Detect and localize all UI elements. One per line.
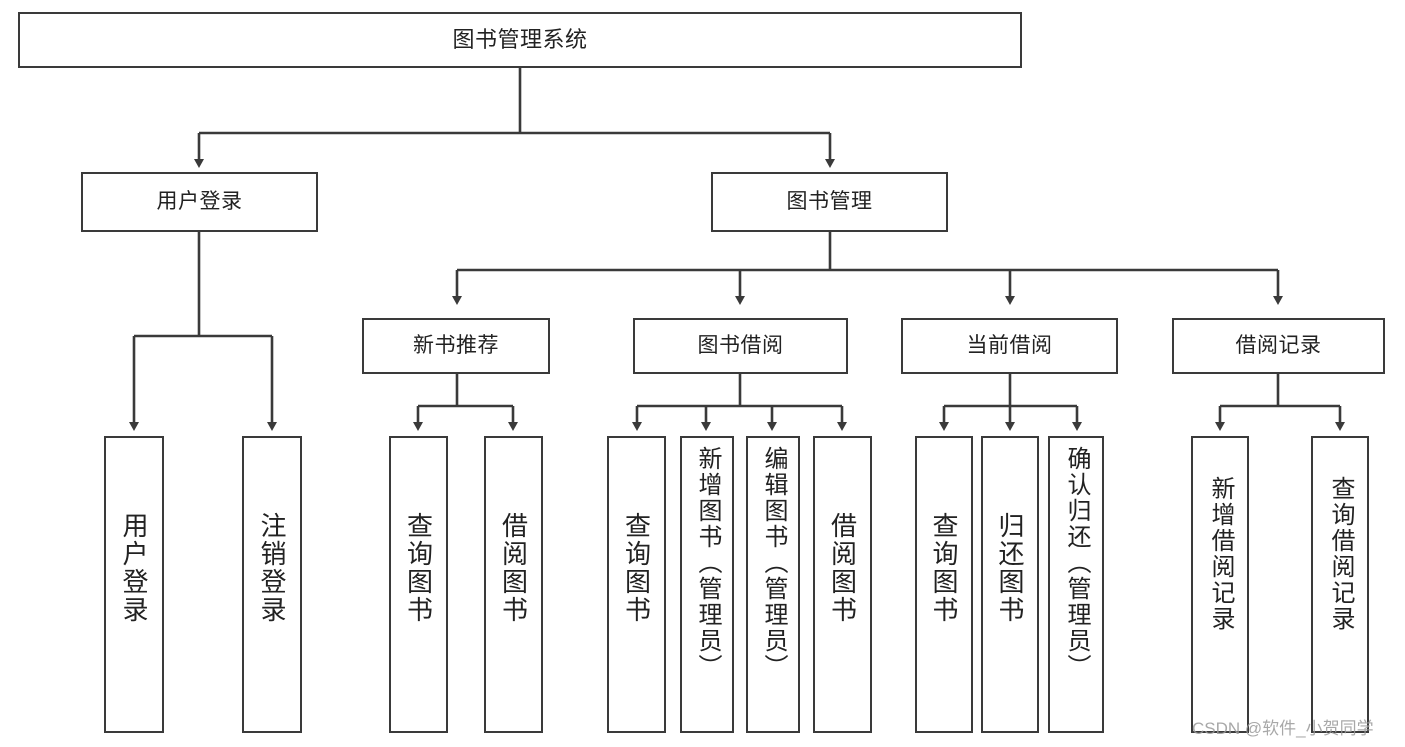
node-current-borrow[interactable]: 当前借阅 xyxy=(901,318,1118,374)
node-leaf-query-record[interactable]: 查询借阅记录 xyxy=(1311,436,1369,733)
node-label: 借阅图书 xyxy=(827,512,858,624)
node-label: 新增借阅记录 xyxy=(1207,476,1234,632)
node-label: 新书推荐 xyxy=(413,334,499,358)
node-label: 查询图书 xyxy=(929,512,959,624)
node-label: 图书管理 xyxy=(786,190,873,214)
node-leaf-return-book[interactable]: 归还图书 xyxy=(981,436,1039,733)
node-leaf-borrow-book[interactable]: 借阅图书 xyxy=(813,436,872,733)
node-label: 图书借阅 xyxy=(697,334,784,358)
node-new-book-rec[interactable]: 新书推荐 xyxy=(362,318,550,374)
node-label: 归还图书 xyxy=(995,512,1025,624)
node-leaf-query-book-cur[interactable]: 查询图书 xyxy=(915,436,973,733)
node-label: 用户登录 xyxy=(156,190,243,214)
node-label: 用户登录 xyxy=(119,512,149,624)
node-leaf-query-book-borrow[interactable]: 查询图书 xyxy=(607,436,666,733)
node-label: 借阅记录 xyxy=(1235,334,1322,358)
node-label: 编辑图书（管理员） xyxy=(760,446,787,680)
node-label: 确认归还（管理员） xyxy=(1063,446,1090,680)
node-root-book-management-system[interactable]: 图书管理系统 xyxy=(18,12,1022,68)
node-label: 注销登录 xyxy=(257,512,287,624)
node-book-manage[interactable]: 图书管理 xyxy=(711,172,948,232)
csdn-watermark: CSDN @软件_小贺同学 xyxy=(1192,719,1374,738)
node-leaf-add-record[interactable]: 新增借阅记录 xyxy=(1191,436,1249,733)
node-label: 查询借阅记录 xyxy=(1327,476,1354,632)
node-label: 新增图书（管理员） xyxy=(694,446,721,680)
node-label: 查询图书 xyxy=(621,512,652,624)
node-label: 查询图书 xyxy=(403,512,434,624)
node-leaf-add-book[interactable]: 新增图书（管理员） xyxy=(680,436,734,733)
node-book-borrow[interactable]: 图书借阅 xyxy=(633,318,848,374)
node-label: 图书管理系统 xyxy=(452,26,588,52)
node-leaf-borrow-book-rec[interactable]: 借阅图书 xyxy=(484,436,543,733)
node-label: 当前借阅 xyxy=(966,334,1053,358)
node-leaf-user-logout[interactable]: 注销登录 xyxy=(242,436,302,733)
node-leaf-user-login[interactable]: 用户登录 xyxy=(104,436,164,733)
node-leaf-edit-book[interactable]: 编辑图书（管理员） xyxy=(746,436,800,733)
node-label: 借阅图书 xyxy=(498,512,529,624)
node-leaf-query-book-rec[interactable]: 查询图书 xyxy=(389,436,448,733)
node-borrow-record[interactable]: 借阅记录 xyxy=(1172,318,1385,374)
node-leaf-confirm-return[interactable]: 确认归还（管理员） xyxy=(1048,436,1104,733)
node-user-login[interactable]: 用户登录 xyxy=(81,172,318,232)
